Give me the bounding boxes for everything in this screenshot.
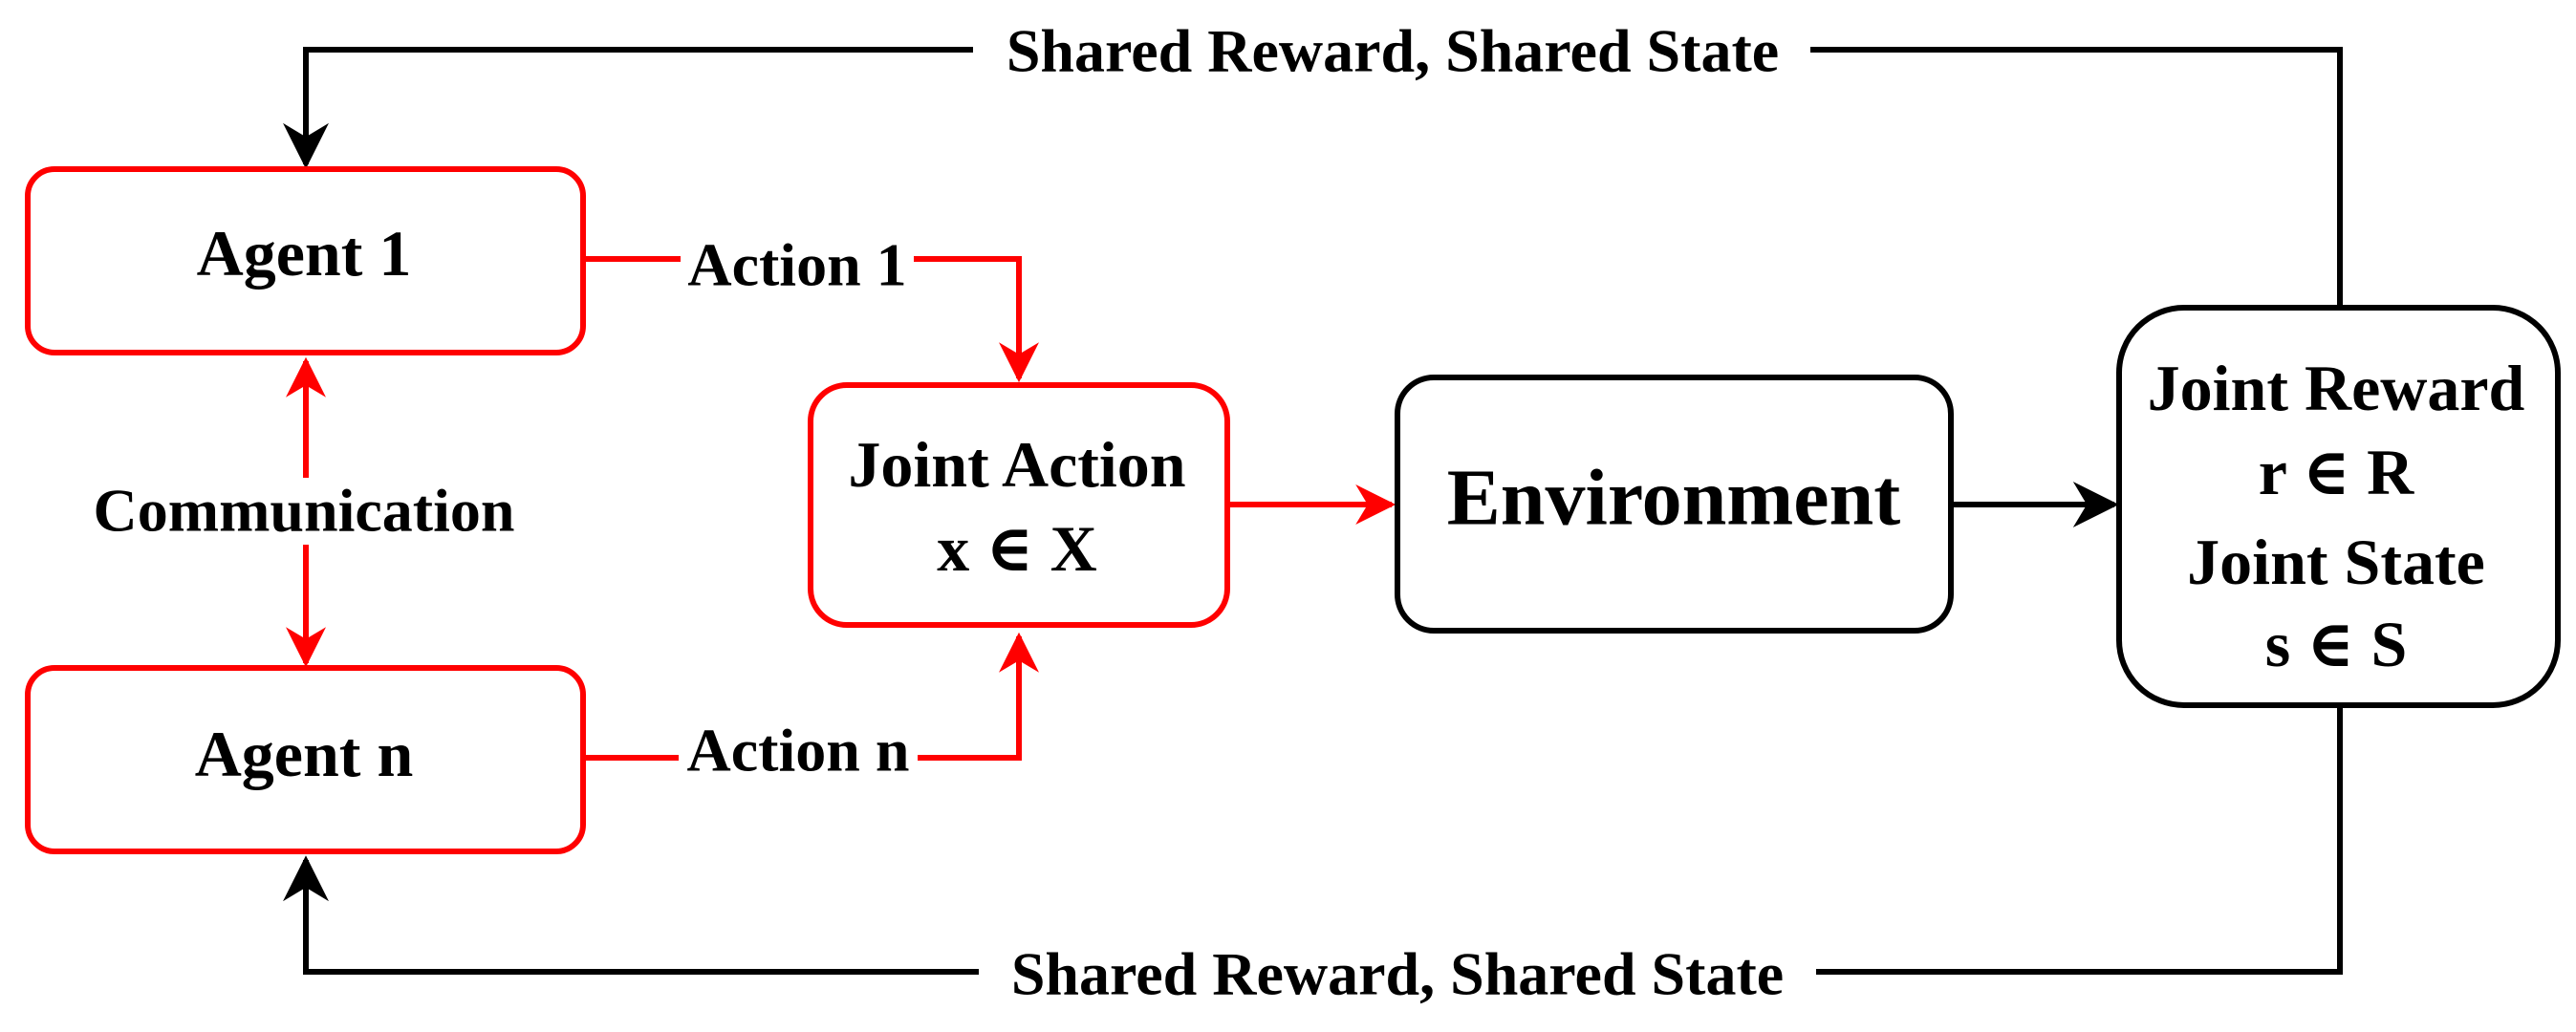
joint-state-title: Joint State <box>2187 526 2485 598</box>
action-n-label-bg <box>679 719 918 787</box>
agent-n-label: Agent n <box>195 718 414 790</box>
environment-box: Environment <box>1395 375 1954 634</box>
feedback-top-line <box>283 47 2343 308</box>
action-1-label-bg <box>681 233 914 289</box>
joint-output-box: Joint Reward r ∈ R Joint State s ∈ S <box>2116 305 2561 708</box>
joint-reward-formula: r ∈ R <box>2259 436 2414 508</box>
action-n-label: Action n <box>687 717 910 785</box>
joint-state-formula: s ∈ S <box>2265 608 2408 680</box>
agent-1-label: Agent 1 <box>197 217 412 290</box>
feedback-bottom-label: Shared Reward, Shared State <box>1011 940 1784 1008</box>
feedback-bottom-line <box>283 705 2343 975</box>
feedback-bottom-label-bg <box>979 940 1816 1005</box>
agent-1-box: Agent 1 <box>25 166 586 355</box>
agent-n-box: Agent n <box>25 665 586 854</box>
feedback-top-label-bg <box>973 17 1810 82</box>
joint-action-title: Joint Action <box>848 428 1185 501</box>
communication-label: Communication <box>94 477 515 545</box>
joint-action-formula: x ∈ X <box>937 512 1096 585</box>
joint-action-box: Joint Action x ∈ X <box>808 382 1230 628</box>
feedback-top-label: Shared Reward, Shared State <box>1007 17 1779 85</box>
joint-reward-title: Joint Reward <box>2148 352 2525 424</box>
action-1-label: Action 1 <box>687 231 906 299</box>
environment-label: Environment <box>1447 454 1901 543</box>
